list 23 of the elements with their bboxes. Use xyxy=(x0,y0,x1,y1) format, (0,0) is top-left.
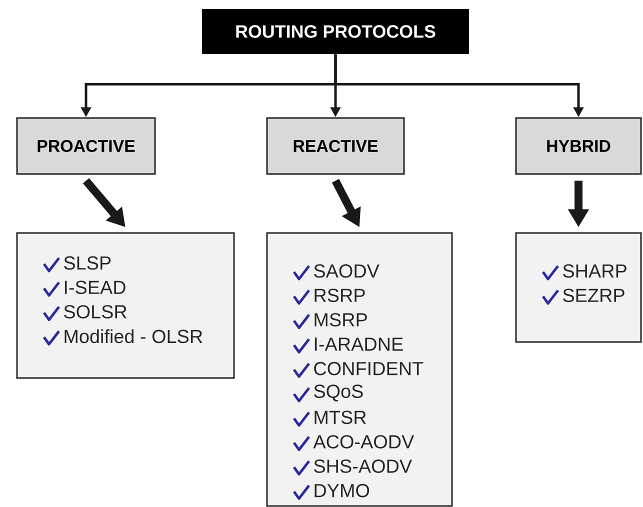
list-box xyxy=(515,232,642,343)
list-item: Modified - OLSR xyxy=(64,329,202,344)
list-item: DYMO xyxy=(314,484,370,498)
list-item: SLSP xyxy=(64,256,111,270)
list-item: SQoS xyxy=(314,384,363,402)
category-box: PROACTIVE xyxy=(16,117,156,175)
list-item: SHS-AODV xyxy=(314,460,412,473)
list-item: ACO-AODV xyxy=(313,435,414,448)
list-item: SOLSR xyxy=(64,305,126,318)
list-item: I-SEAD xyxy=(64,280,126,294)
list-item: CONFIDENT xyxy=(314,362,424,376)
list-item: MTSR xyxy=(314,410,366,424)
category-box: HYBRID xyxy=(515,117,642,175)
list-item: SHARP xyxy=(563,264,626,278)
list-box xyxy=(16,232,235,379)
list-item: I-ARADNE xyxy=(314,338,403,351)
list-item: SAODV xyxy=(314,264,380,278)
list-item: MSRP xyxy=(314,313,367,326)
title-box: ROUTING PROTOCOLS xyxy=(202,9,469,54)
list-box xyxy=(266,232,453,507)
list-item: RSRP xyxy=(314,288,365,302)
list-item: SEZRP xyxy=(563,288,624,302)
category-box: REACTIVE xyxy=(266,117,405,175)
